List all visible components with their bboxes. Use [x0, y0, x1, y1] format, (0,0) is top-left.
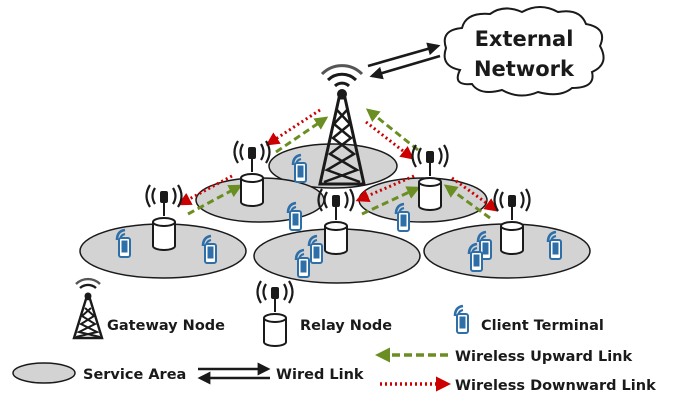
legend-client-icon	[453, 304, 470, 335]
legend: Gateway Node Relay Node Client Terminal …	[12, 277, 656, 394]
cloud-label-line2: Network	[474, 57, 575, 81]
wireless-upward-link	[365, 108, 419, 152]
cloud-icon: External Network	[443, 6, 605, 97]
wireless-upward-link	[275, 116, 329, 154]
legend-upward-label: Wireless Upward Link	[455, 349, 633, 365]
legend-service-area-label: Service Area	[83, 367, 186, 383]
legend-client-label: Client Terminal	[481, 318, 604, 334]
wireless-downward-link	[451, 176, 499, 212]
wireless-downward-link	[265, 108, 321, 146]
wireless-downward-link	[355, 174, 415, 202]
wireless-links	[177, 108, 499, 220]
wired-link	[367, 42, 441, 80]
legend-service-area-icon	[12, 362, 76, 384]
legend-wired-link-label: Wired Link	[276, 367, 364, 383]
legend-relay-icon	[256, 279, 294, 348]
legend-wired-link-icon	[197, 362, 271, 385]
wireless-upward-link	[187, 184, 243, 216]
wireless-upward-link	[443, 184, 491, 220]
legend-gateway-label: Gateway Node	[107, 318, 225, 334]
gateway-tower-icon	[318, 64, 366, 186]
legend-gateway-icon	[72, 277, 104, 340]
legend-relay-label: Relay Node	[300, 318, 392, 334]
legend-downward-label: Wireless Downward Link	[455, 378, 656, 394]
cloud-label-line1: External	[475, 27, 574, 51]
